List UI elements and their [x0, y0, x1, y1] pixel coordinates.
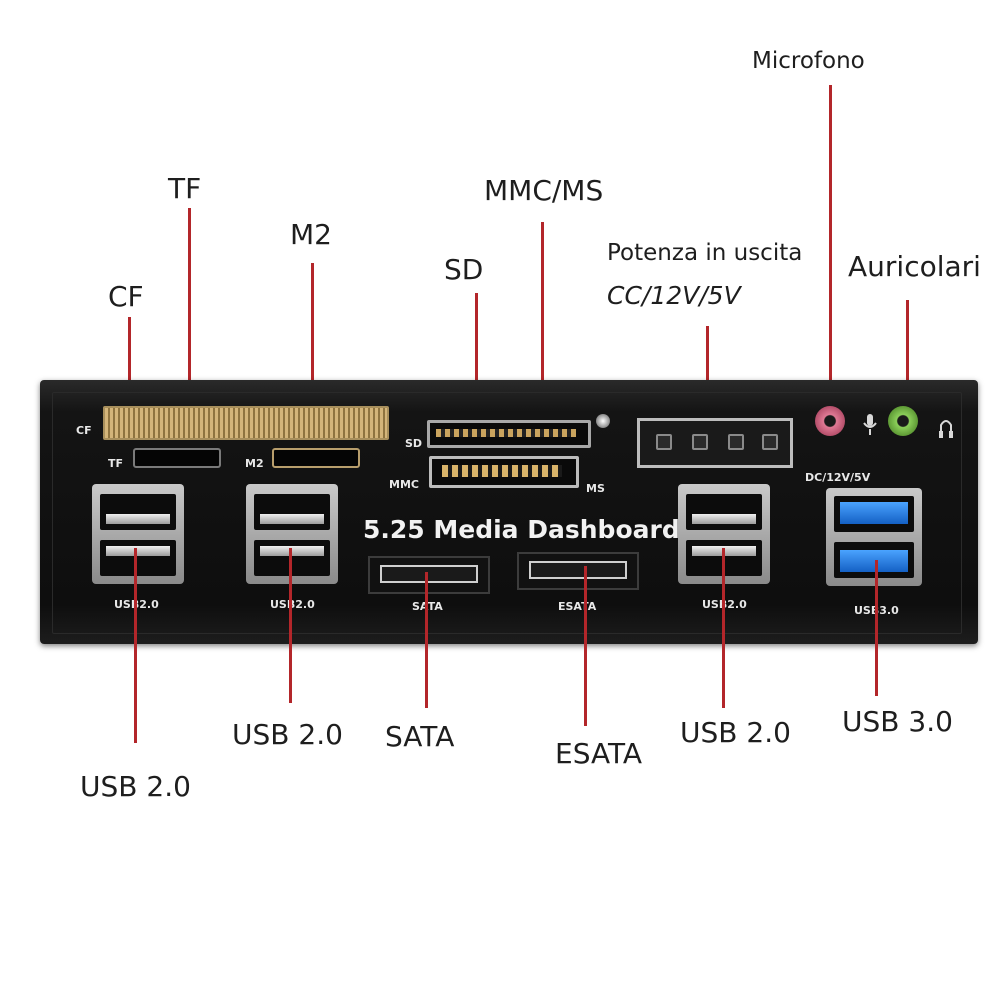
leader-tf [188, 208, 191, 458]
panel-label-ms: MS [586, 482, 605, 495]
panel-label-mmc: MMC [389, 478, 419, 491]
usb-tongue [692, 514, 756, 524]
usb-port[interactable] [686, 494, 762, 530]
usb-port[interactable] [254, 494, 330, 530]
usb-tongue [260, 514, 324, 524]
callout-usb20-right: USB 2.0 [680, 716, 791, 749]
callout-usb20-left: USB 2.0 [80, 770, 191, 803]
panel-label-usb-2: USB2.0 [270, 598, 315, 611]
usb-port[interactable] [100, 494, 176, 530]
callout-usb20-second: USB 2.0 [232, 718, 343, 751]
headphone-icon [938, 416, 954, 440]
esata-connector [529, 561, 627, 579]
esata-port[interactable] [517, 552, 639, 590]
cf-card-slot[interactable] [103, 406, 389, 440]
sd-contacts [436, 429, 576, 437]
leader-mmc-ms [541, 222, 544, 468]
power-output-connector[interactable] [637, 418, 793, 468]
m2-card-slot[interactable] [272, 448, 360, 468]
panel-label-sd: SD [405, 437, 423, 450]
callout-power-spec: CC/12V/5V [607, 281, 741, 310]
callout-usb30: USB 3.0 [842, 705, 953, 738]
callout-sd: SD [444, 253, 484, 286]
usb-tongue [260, 546, 324, 556]
usb-tongue [106, 514, 170, 524]
callout-auricolari: Auricolari [848, 250, 981, 283]
usb2-port-block-1 [92, 484, 184, 584]
sata-connector [380, 565, 478, 583]
usb3-port-block [826, 488, 922, 586]
callout-power-title: Potenza in uscita [607, 240, 803, 266]
callout-m2: M2 [290, 218, 332, 251]
callout-microfono: Microfono [752, 48, 865, 74]
activity-led [596, 414, 610, 428]
panel-label-esata: ESATA [558, 600, 597, 613]
leader-sata [425, 572, 428, 708]
callout-tf: TF [168, 172, 202, 205]
callout-sata: SATA [385, 720, 455, 753]
leader-cf [128, 317, 131, 427]
callout-esata: ESATA [555, 737, 643, 770]
mmc-ms-contacts [442, 465, 562, 477]
callout-cf: CF [108, 280, 144, 313]
tf-card-slot[interactable] [133, 448, 221, 468]
leader-usb20-left [134, 548, 137, 743]
usb3-port[interactable] [834, 542, 914, 578]
leader-auricolari [906, 300, 909, 405]
panel-title: 5.25 Media Dashboard [363, 515, 680, 544]
sd-card-slot[interactable] [427, 420, 591, 448]
panel-label-dc: DC/12V/5V [805, 471, 871, 484]
leader-esata [584, 566, 587, 726]
leader-power [706, 326, 709, 416]
callout-mmc-ms: MMC/MS [484, 174, 604, 207]
usb-tongue [106, 546, 170, 556]
usb3-tongue [840, 550, 908, 572]
usb-port[interactable] [100, 540, 176, 576]
usb3-tongue [840, 502, 908, 524]
leader-microfono [829, 85, 832, 405]
leader-usb20-right [722, 548, 725, 708]
microphone-jack[interactable] [815, 406, 845, 436]
mmc-ms-card-slot[interactable] [429, 456, 579, 488]
panel-bezel [52, 392, 962, 634]
usb2-port-block-2 [246, 484, 338, 584]
power-pin [762, 434, 778, 450]
leader-usb30 [875, 560, 878, 696]
usb-port[interactable] [254, 540, 330, 576]
leader-m2 [311, 263, 314, 459]
power-pin [728, 434, 744, 450]
panel-label-m2: M2 [245, 457, 264, 470]
leader-sd [475, 293, 478, 433]
panel-label-cf: CF [76, 424, 92, 437]
leader-usb20-second [289, 548, 292, 703]
panel-label-tf: TF [108, 457, 124, 470]
headphone-jack[interactable] [888, 406, 918, 436]
usb3-port[interactable] [834, 496, 914, 532]
microphone-icon [862, 413, 878, 437]
power-pin [692, 434, 708, 450]
power-pin [656, 434, 672, 450]
sata-port[interactable] [368, 556, 490, 594]
